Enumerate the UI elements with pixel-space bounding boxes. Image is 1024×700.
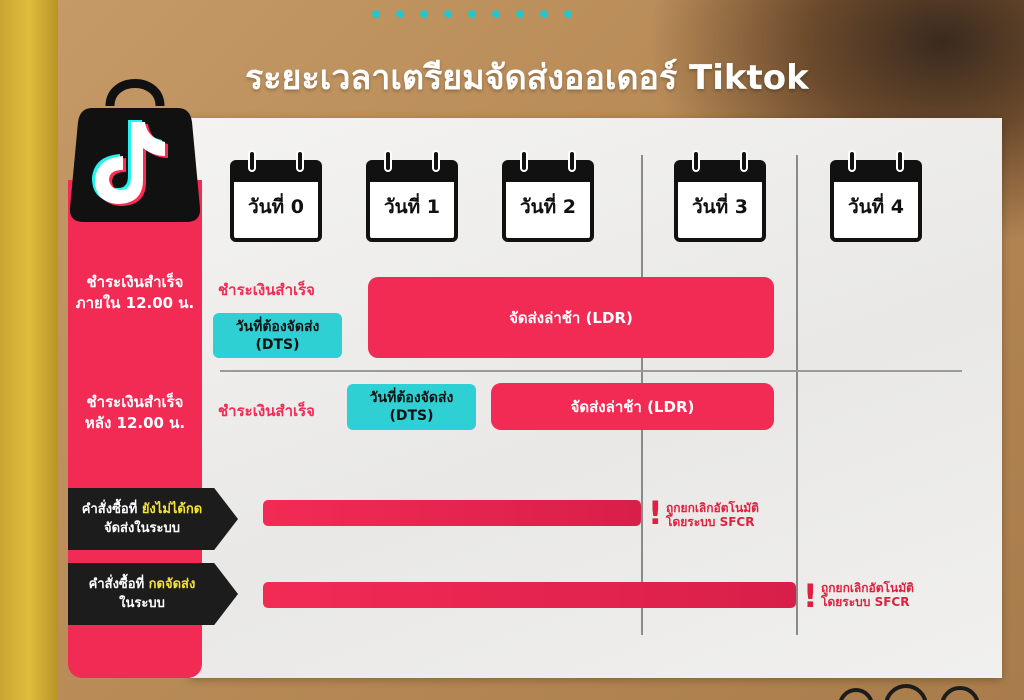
calendar-day-3: วันที่ 3 bbox=[674, 150, 766, 242]
decorative-tape bbox=[0, 0, 58, 700]
calendar-icon bbox=[692, 150, 700, 172]
tiktok-shopping-bag-icon bbox=[69, 79, 201, 222]
timeline-bar-shipped bbox=[263, 582, 796, 608]
page-title: ระยะเวลาเตรียมจัดส่งออเดอร์ Tiktok bbox=[245, 58, 809, 98]
dts-box: วันที่ต้องจัดส่ง (DTS) bbox=[347, 384, 476, 430]
timeline-bar-not-shipped bbox=[263, 500, 641, 526]
ldr-box: จัดส่งล่าช้า (LDR) bbox=[368, 277, 774, 358]
calendar-day-1: วันที่ 1 bbox=[366, 150, 458, 242]
decorative-dots bbox=[372, 10, 572, 18]
calendar-day-2: วันที่ 2 bbox=[502, 150, 594, 242]
row-label-after-noon: ชำระเงินสำเร็จ หลัง 12.00 น. bbox=[84, 393, 186, 432]
calendar-icon bbox=[248, 150, 256, 172]
auto-cancel-note: ถูกยกเลิกอัตโนมัติ โดยระบบ SFCR bbox=[821, 581, 914, 609]
calendar-icon bbox=[848, 150, 856, 172]
paid-marker: ชำระเงินสำเร็จ bbox=[218, 281, 315, 299]
calendar-day-4: วันที่ 4 bbox=[830, 150, 922, 242]
row-label-before-noon: ชำระเงินสำเร็จ ภายใน 12.00 น. bbox=[75, 273, 195, 312]
dts-box: วันที่ต้องจัดส่ง (DTS) bbox=[213, 313, 342, 358]
paid-marker: ชำระเงินสำเร็จ bbox=[218, 402, 315, 420]
row-label-shipped: คำสั่งซื้อที่ กดจัดส่ง ในระบบ bbox=[68, 563, 238, 625]
day-4-divider bbox=[796, 155, 798, 635]
exclamation-icon: ! bbox=[803, 577, 818, 615]
row-label-not-shipped: คำสั่งซื้อที่ ยังไม่ได้กด จัดส่งในระบบ bbox=[68, 488, 238, 550]
row-divider bbox=[220, 370, 962, 372]
calendar-icon bbox=[384, 150, 392, 172]
exclamation-icon: ! bbox=[648, 494, 663, 532]
calendar-icon bbox=[520, 150, 528, 172]
calendar-day-0: วันที่ 0 bbox=[230, 150, 322, 242]
ldr-box: จัดส่งล่าช้า (LDR) bbox=[491, 383, 774, 430]
auto-cancel-note: ถูกยกเลิกอัตโนมัติ โดยระบบ SFCR bbox=[666, 501, 759, 529]
